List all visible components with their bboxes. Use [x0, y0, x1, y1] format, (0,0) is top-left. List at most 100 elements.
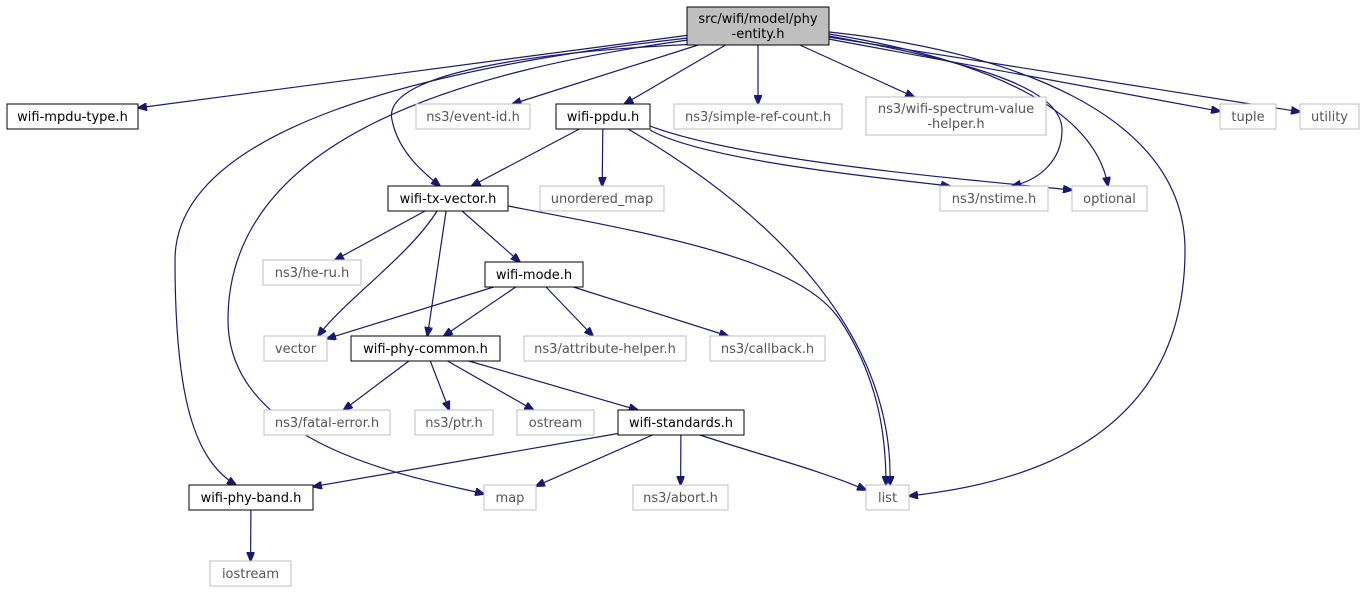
edge-phy-common-to-standards — [468, 360, 638, 410]
node-callback: ns3/callback.h — [709, 335, 826, 362]
node-label: ns3/attribute-helper.h — [534, 342, 676, 357]
node-box — [673, 103, 843, 130]
node-label: wifi-phy-band.h — [201, 491, 302, 506]
edge-ppdu-to-tx-vector — [472, 128, 580, 186]
edge-root-to-event-id — [512, 44, 699, 104]
node-list: list — [865, 484, 910, 511]
node-spectrum: ns3/wifi-spectrum-value-helper.h — [865, 96, 1047, 136]
node-label: ns3/event-id.h — [426, 110, 520, 125]
node-label: ns3/abort.h — [643, 491, 718, 506]
edge-root-to-optional — [828, 33, 1108, 186]
node-label: wifi-mode.h — [496, 268, 572, 283]
edge-root-to-nstime — [828, 35, 1063, 186]
node-label: list — [878, 491, 897, 506]
node-box — [262, 259, 362, 286]
node-label: optional — [1083, 192, 1136, 207]
node-utility: utility — [1299, 103, 1360, 130]
node-box — [865, 484, 910, 511]
node-box — [632, 484, 729, 511]
node-mpdu-type[interactable]: wifi-mpdu-type.h — [6, 103, 139, 130]
node-label: wifi-phy-common.h — [363, 342, 488, 357]
node-root[interactable]: src/wifi/model/phy-entity.h — [686, 6, 830, 46]
node-ostream: ostream — [516, 409, 595, 436]
node-label: vector — [275, 342, 317, 357]
edge-ppdu-to-unordered-map — [602, 128, 603, 186]
node-simple-ref: ns3/simple-ref-count.h — [673, 103, 843, 130]
edge-standards-to-list — [699, 434, 866, 490]
node-box — [865, 96, 1047, 136]
node-box — [484, 261, 584, 288]
node-label: ns3/simple-ref-count.h — [685, 110, 831, 125]
edge-ppdu-to-nstime — [649, 129, 950, 186]
node-box — [188, 484, 314, 511]
node-phy-common[interactable]: wifi-phy-common.h — [350, 335, 501, 362]
node-box — [6, 103, 139, 130]
node-event-id: ns3/event-id.h — [415, 103, 531, 130]
node-box — [1299, 103, 1360, 130]
node-label: ns3/nstime.h — [952, 192, 1036, 207]
node-he-ru: ns3/he-ru.h — [262, 259, 362, 286]
node-box — [1219, 103, 1277, 130]
node-label: ns3/fatal-error.h — [275, 416, 379, 431]
edge-mode-to-callback — [573, 286, 728, 336]
edge-phy-common-to-fatal-error — [344, 360, 410, 410]
node-label: wifi-mpdu-type.h — [17, 110, 128, 125]
node-phy-band[interactable]: wifi-phy-band.h — [188, 484, 314, 511]
edge-tx-vector-to-phy-common — [427, 210, 447, 336]
node-label: ns3/he-ru.h — [275, 266, 350, 281]
node-mode[interactable]: wifi-mode.h — [484, 261, 584, 288]
node-box — [617, 409, 745, 436]
node-label: wifi-standards.h — [629, 416, 733, 431]
node-box — [939, 185, 1049, 212]
node-tuple: tuple — [1219, 103, 1277, 130]
node-optional: optional — [1071, 185, 1148, 212]
node-unordered-map: unordered_map — [539, 185, 665, 212]
node-box — [539, 185, 665, 212]
edge-root-to-spectrum — [799, 44, 914, 97]
node-box — [709, 335, 826, 362]
node-box — [555, 103, 651, 130]
node-label: map — [496, 491, 525, 506]
node-label: ns3/callback.h — [721, 342, 814, 357]
node-label: tuple — [1231, 110, 1264, 125]
edge-root-to-ppdu — [624, 44, 726, 104]
node-abort: ns3/abort.h — [632, 484, 729, 511]
node-label: ns3/ptr.h — [425, 416, 483, 431]
node-box — [415, 103, 531, 130]
node-box — [414, 409, 494, 436]
node-label: ns3/wifi-spectrum-value — [878, 102, 1034, 117]
edge-mode-to-attr-helper — [545, 286, 593, 336]
node-tx-vector[interactable]: wifi-tx-vector.h — [387, 185, 509, 212]
node-iostream: iostream — [209, 560, 292, 587]
node-box — [209, 560, 292, 587]
edge-mode-to-phy-common — [444, 286, 517, 336]
node-label: -helper.h — [927, 117, 984, 132]
edges-layer — [138, 31, 1300, 561]
node-label: src/wifi/model/phy — [698, 12, 818, 27]
node-label: wifi-tx-vector.h — [400, 192, 497, 207]
node-standards[interactable]: wifi-standards.h — [617, 409, 745, 436]
edge-standards-to-map — [536, 434, 653, 486]
node-label: iostream — [222, 567, 279, 582]
edge-tx-vector-to-vector — [318, 210, 438, 336]
node-box — [350, 335, 501, 362]
node-box — [263, 409, 391, 436]
edge-root-to-tx-vector — [391, 43, 701, 186]
node-ppdu[interactable]: wifi-ppdu.h — [555, 103, 651, 130]
node-box — [263, 335, 328, 362]
node-box — [516, 409, 595, 436]
edge-root-to-utility — [828, 36, 1300, 112]
edge-root-to-tuple — [828, 38, 1220, 111]
node-box — [387, 185, 509, 212]
edge-root-to-mpdu-type — [138, 34, 688, 108]
nodes-layer: src/wifi/model/phy-entity.h wifi-mpdu-typ… — [6, 6, 1360, 587]
node-ptr: ns3/ptr.h — [414, 409, 494, 436]
edge-tx-vector-to-list — [507, 205, 886, 485]
node-label: utility — [1311, 110, 1348, 125]
edge-ppdu-to-list — [627, 128, 890, 485]
node-box — [1071, 185, 1148, 212]
edge-phy-common-to-ostream — [447, 360, 534, 410]
edge-mode-to-vector — [327, 286, 494, 339]
edge-phy-common-to-ptr — [429, 360, 449, 410]
node-box — [523, 335, 687, 362]
